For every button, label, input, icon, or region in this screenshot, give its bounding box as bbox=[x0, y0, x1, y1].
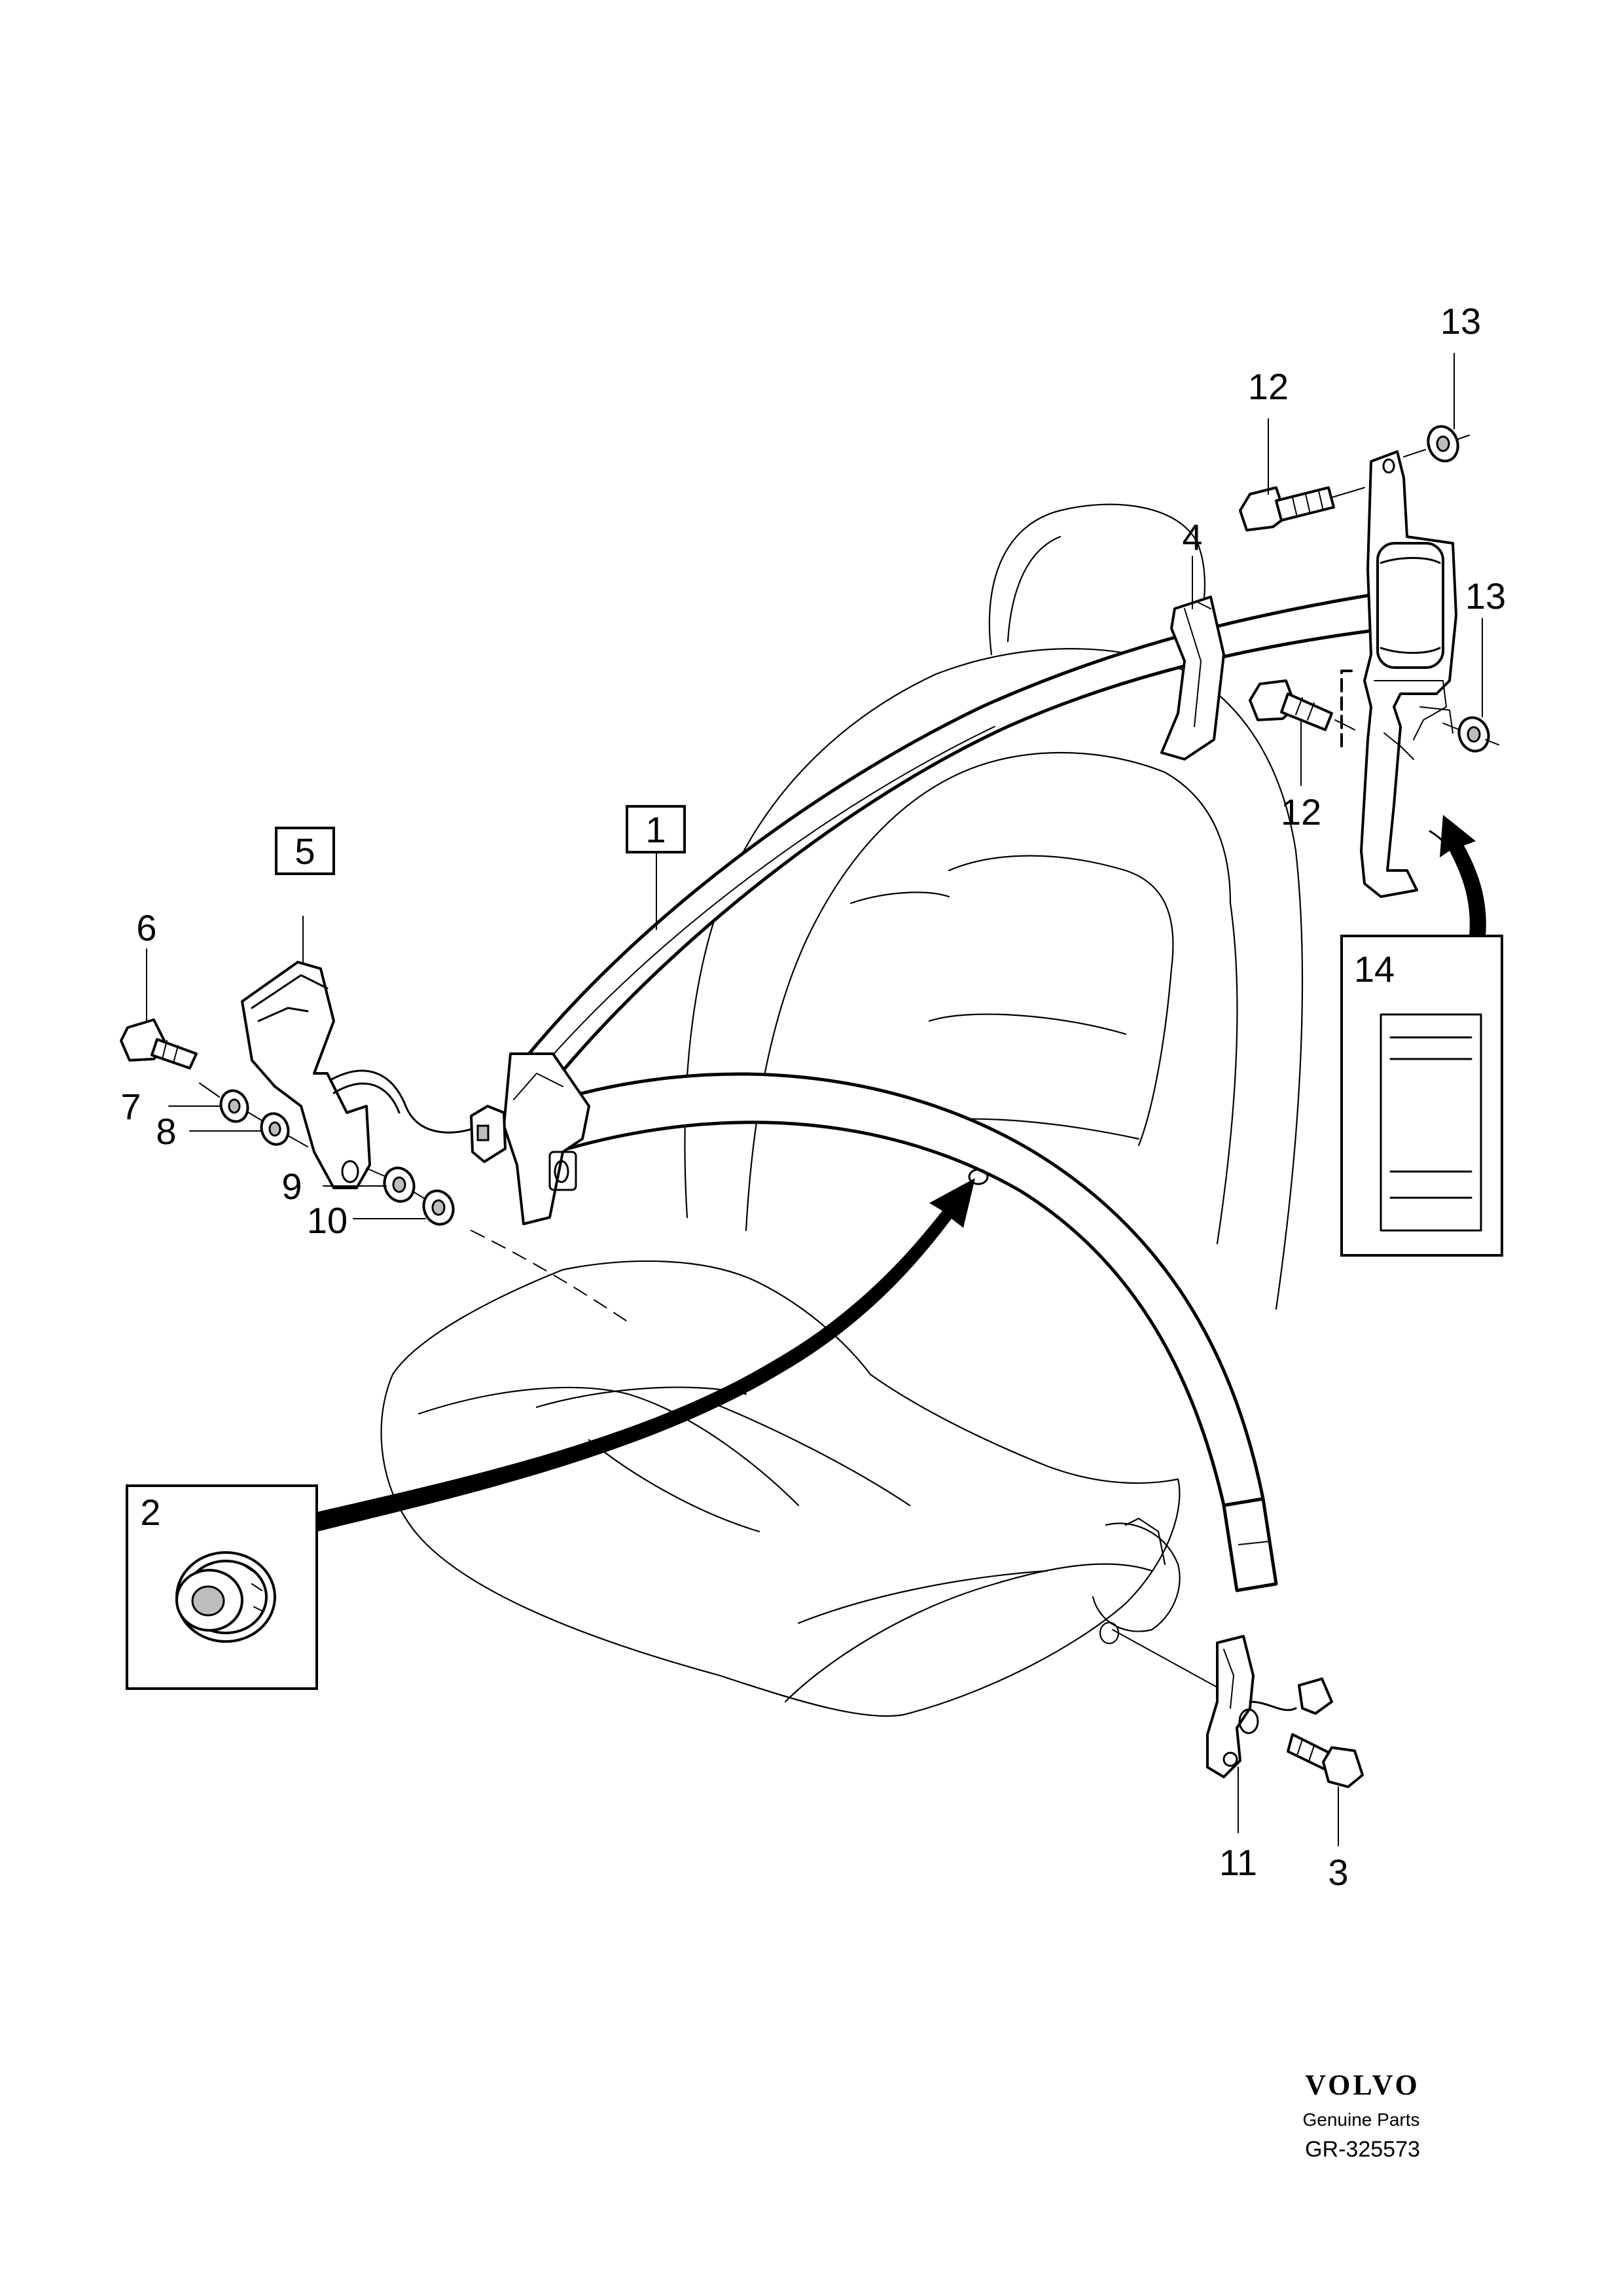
label-box-1 bbox=[626, 805, 686, 853]
retractor-assembly bbox=[1340, 450, 1482, 937]
callout-10: 10 bbox=[307, 1200, 348, 1241]
callout-8: 8 bbox=[156, 1111, 176, 1152]
bolt-6 bbox=[120, 948, 198, 1069]
callout-3: 3 bbox=[1328, 1852, 1348, 1893]
anchor-sensor-11 bbox=[1206, 1635, 1333, 1833]
detail-box-2 bbox=[126, 1484, 318, 1690]
detail-box-14 bbox=[1340, 935, 1503, 1257]
bolt-3 bbox=[1287, 1733, 1364, 1846]
connection-arrows bbox=[317, 815, 1486, 1532]
washer-13-lower bbox=[1442, 618, 1499, 753]
callout-1: 1 bbox=[645, 809, 666, 850]
callout-13-lower: 13 bbox=[1465, 575, 1506, 617]
washer-13-upper bbox=[1403, 353, 1470, 463]
callout-7: 7 bbox=[120, 1086, 141, 1127]
label-box-5 bbox=[275, 827, 335, 875]
callout-12-lower: 12 bbox=[1281, 791, 1321, 833]
brand-logo: VOLVO bbox=[1305, 2069, 1420, 2101]
bolt-12-lower bbox=[1249, 679, 1355, 786]
callout-11: 11 bbox=[1219, 1842, 1257, 1883]
callout-9: 9 bbox=[281, 1166, 302, 1207]
d-ring-guide bbox=[1160, 556, 1225, 761]
callout-4: 4 bbox=[1182, 516, 1202, 558]
callout-6: 6 bbox=[136, 907, 156, 948]
callout-14: 14 bbox=[1354, 948, 1395, 990]
callout-2: 2 bbox=[140, 1492, 160, 1533]
callout-13-upper: 13 bbox=[1440, 300, 1481, 342]
buckle-assembly bbox=[241, 916, 507, 1189]
footer-subtitle: Genuine Parts bbox=[1303, 2109, 1420, 2130]
callout-12-upper: 12 bbox=[1248, 366, 1289, 407]
diagram-code: GR-325573 bbox=[1305, 2137, 1420, 2162]
callout-5: 5 bbox=[294, 831, 315, 872]
bolt-12-upper bbox=[1239, 418, 1365, 531]
washers-7-10 bbox=[168, 1083, 455, 1226]
